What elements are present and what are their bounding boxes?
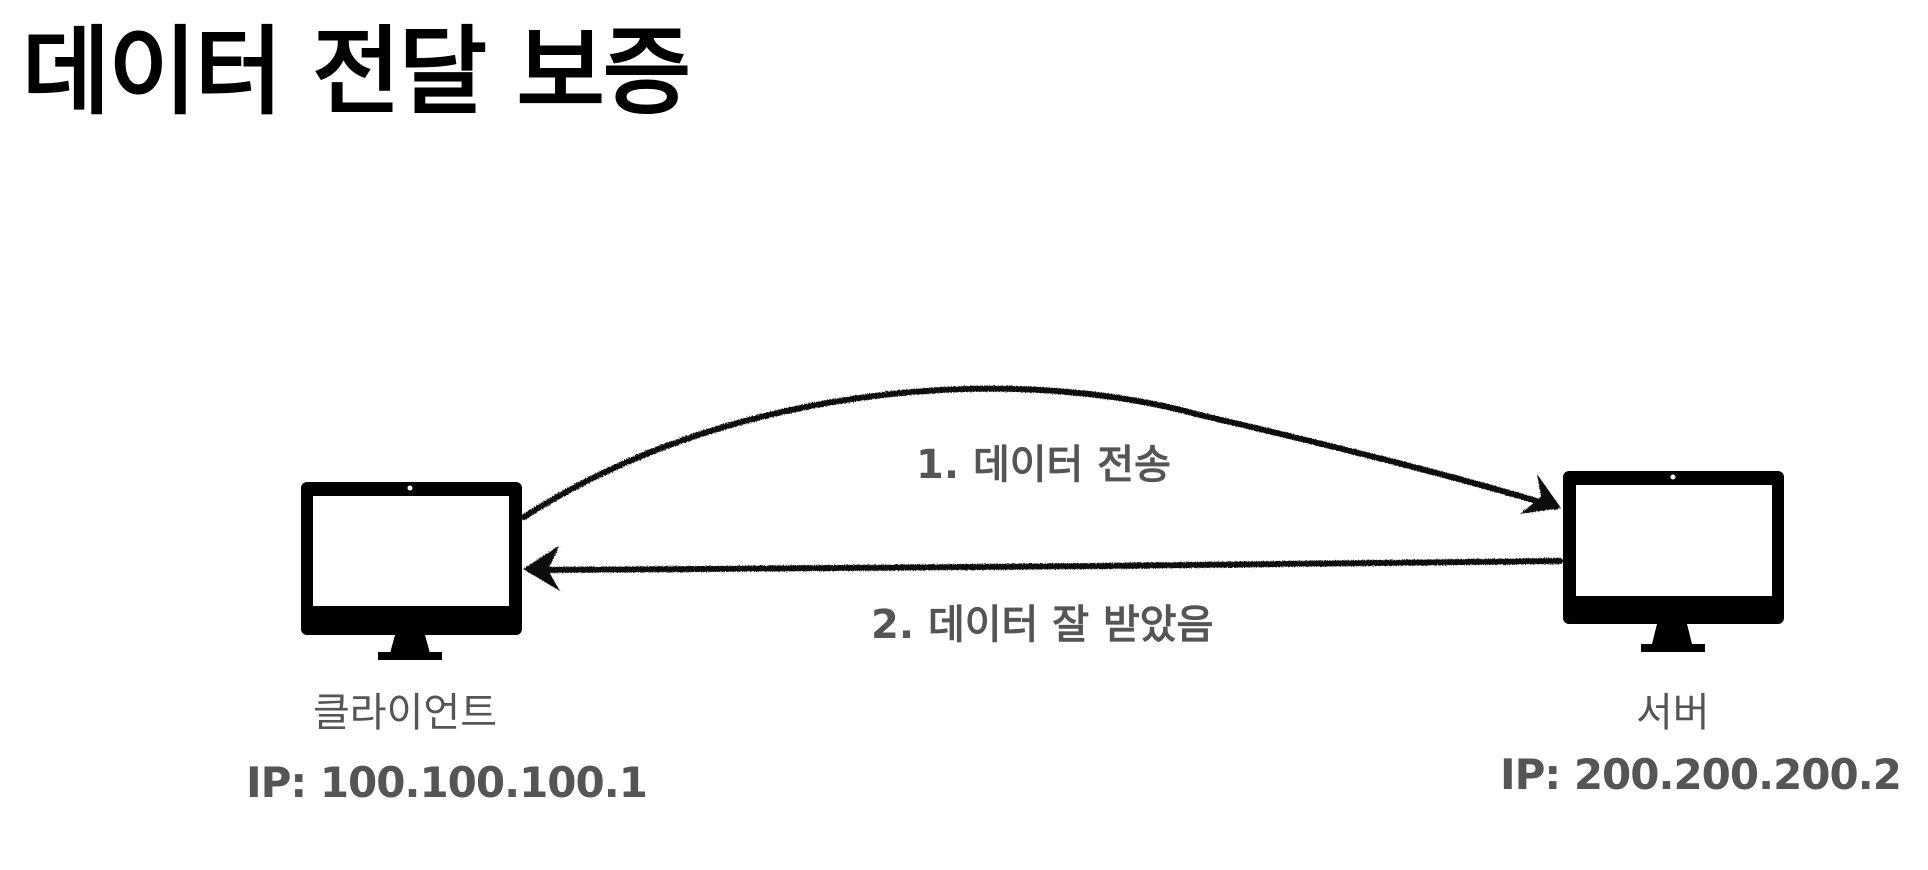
server-monitor-icon [1563,471,1784,652]
ack-message-label: 2. 데이터 잘 받았음 [871,602,1214,648]
ack-arrow [523,545,1563,591]
send-message-label: 1. 데이터 전송 [916,442,1171,488]
client-name-label: 클라이언트 [313,690,497,736]
send-arrow [521,385,1561,520]
page-title: 데이터 전달 보증 [22,16,691,128]
client-ip-label: IP: 100.100.100.1 [246,758,648,807]
server-name-label: 서버 [1636,690,1710,736]
server-ip-label: IP: 200.200.200.2 [1500,750,1902,799]
client-monitor-icon [301,482,522,660]
